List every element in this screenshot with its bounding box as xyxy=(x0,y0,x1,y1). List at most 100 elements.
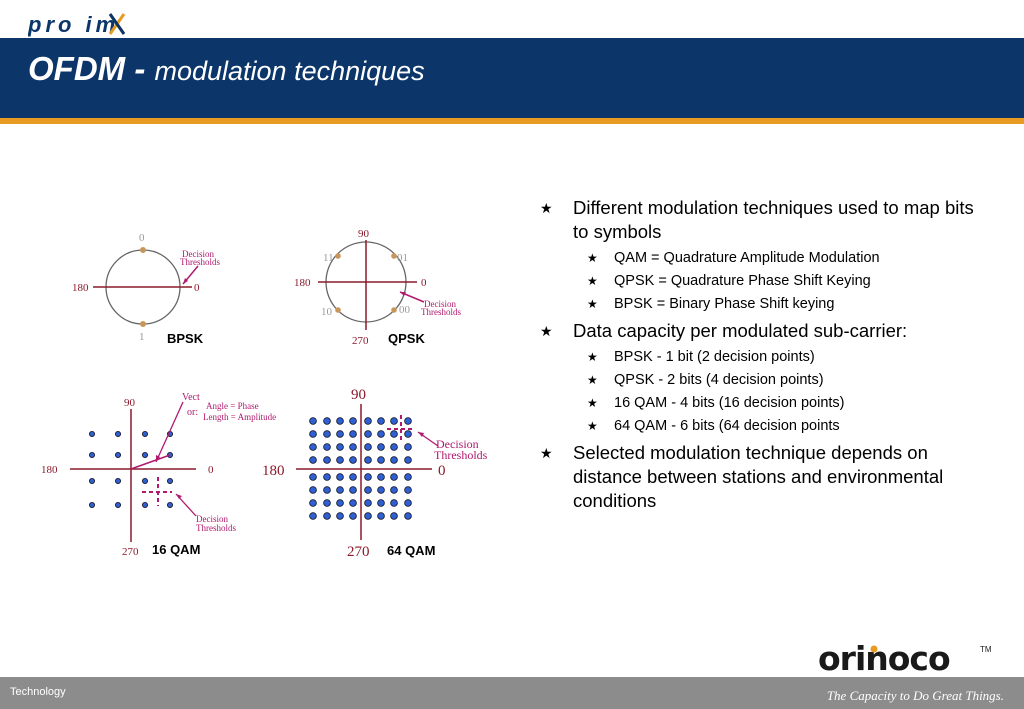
bullet-text: Selected modulation technique depends on… xyxy=(573,442,944,511)
qam64-point xyxy=(377,486,385,494)
bpsk-decision-2: Thresholds xyxy=(180,257,220,267)
proxim-logo: pro im xyxy=(28,12,126,37)
qam16-point xyxy=(141,451,148,458)
qam64-point xyxy=(336,499,344,507)
qam16-point xyxy=(141,477,148,484)
qam16-label: 16 QAM xyxy=(152,542,200,557)
qpsk-right: 0 xyxy=(421,277,427,289)
sub-bullet-item: ★BPSK = Binary Phase Shift keying xyxy=(540,293,980,316)
star-icon: ★ xyxy=(587,251,598,265)
qam64-point xyxy=(390,473,398,481)
qam64-point xyxy=(349,456,357,464)
qam64-point xyxy=(309,417,317,425)
star-icon: ★ xyxy=(587,373,598,387)
svg-text:TM: TM xyxy=(980,645,992,654)
star-icon: ★ xyxy=(587,396,598,410)
qam16-right: 0 xyxy=(208,464,214,476)
bpsk-point-1 xyxy=(140,321,146,327)
bullet-text: Different modulation techniques used to … xyxy=(573,197,974,242)
bullet-item: ★Data capacity per modulated sub-carrier… xyxy=(540,319,980,343)
qam16-point xyxy=(89,501,96,508)
sub-bullet-item: ★ QPSK = Quadrature Phase Shift Keying xyxy=(540,270,980,293)
qam16-point xyxy=(115,430,122,437)
qam16-top: 90 xyxy=(124,397,136,409)
qpsk-top: 90 xyxy=(358,228,370,240)
bullet-list: ★ Different modulation techniques used to… xyxy=(540,196,980,516)
qam64-points xyxy=(309,417,412,520)
bpsk-point-0 xyxy=(140,247,146,253)
qam64-point xyxy=(364,499,372,507)
qam16-or: or: xyxy=(187,407,198,418)
qam16-decision-1: Decision xyxy=(196,514,228,524)
qam16-angle: Angle = Phase xyxy=(206,401,259,411)
qam16-point xyxy=(115,501,122,508)
sub-bullet-item: ★64 QAM - 6 bits (64 decision points xyxy=(540,415,980,438)
qam64-point xyxy=(336,417,344,425)
qam64-point xyxy=(364,512,372,520)
orinoco-logo: orinoco TM xyxy=(818,640,992,676)
qam64-point xyxy=(364,456,372,464)
bullet-item: ★Selected modulation technique depends o… xyxy=(540,441,980,513)
star-icon: ★ xyxy=(587,350,598,364)
sub-bullet-item: ★16 QAM - 4 bits (16 decision points) xyxy=(540,392,980,415)
sub-bullet-text: QPSK - 2 bits (4 decision points) xyxy=(614,372,824,388)
qam64-point xyxy=(323,456,331,464)
qpsk-label-10: 10 xyxy=(321,306,333,318)
page-title: OFDM - modulation techniques xyxy=(28,50,425,88)
qam64-point xyxy=(377,430,385,438)
qam64-point xyxy=(364,473,372,481)
qam64-point xyxy=(336,443,344,451)
star-icon: ★ xyxy=(540,200,553,216)
bpsk-decision-1: Decision xyxy=(182,249,214,259)
title-bold: OFDM - xyxy=(28,50,146,87)
qam64-point xyxy=(323,443,331,451)
qam64-right: 0 xyxy=(438,463,446,479)
qam64-point xyxy=(390,443,398,451)
qam16-left: 180 xyxy=(41,464,58,476)
qam16-length: Length = Amplitude xyxy=(203,412,276,422)
qam16-point xyxy=(89,430,96,437)
qam64-point xyxy=(349,443,357,451)
qam64-point xyxy=(309,486,317,494)
svg-text:orinoco: orinoco xyxy=(818,640,950,676)
qpsk-decision-2: Thresholds xyxy=(421,307,461,317)
qam64-point xyxy=(323,430,331,438)
qam64-point xyxy=(364,417,372,425)
qam64-point xyxy=(390,512,398,520)
qam64-point xyxy=(323,486,331,494)
qam16-vect: Vect xyxy=(182,392,200,403)
qam64-point xyxy=(404,512,412,520)
qam16-point xyxy=(166,477,173,484)
qam64-point xyxy=(390,430,398,438)
qam16-decision-2: Thresholds xyxy=(196,523,236,533)
qpsk-diagram: 90 270 180 0 11 01 10 00 Decision Thresh… xyxy=(294,228,461,347)
bpsk-label: BPSK xyxy=(167,331,204,346)
qam64-point xyxy=(336,473,344,481)
star-icon: ★ xyxy=(587,274,598,288)
svg-text:pro im: pro im xyxy=(28,12,119,37)
qam64-top: 90 xyxy=(351,387,366,403)
qam64-point xyxy=(309,430,317,438)
qam16-point xyxy=(141,430,148,437)
qam64-point xyxy=(404,430,412,438)
qam64-left: 180 xyxy=(262,463,285,479)
bpsk-bottom: 1 xyxy=(139,331,145,343)
qam64-point xyxy=(390,499,398,507)
qam64-point xyxy=(309,512,317,520)
qam64-point xyxy=(364,486,372,494)
qam64-decision-2: Thresholds xyxy=(434,448,488,462)
qam64-point xyxy=(404,486,412,494)
footer-tagline: The Capacity to Do Great Things. xyxy=(826,688,1004,703)
qam64-point xyxy=(390,486,398,494)
sub-bullet-text: QPSK = Quadrature Phase Shift Keying xyxy=(614,273,871,289)
title-sub: modulation techniques xyxy=(154,56,425,86)
sub-bullet-text: BPSK = Binary Phase Shift keying xyxy=(614,296,835,312)
qam64-point xyxy=(377,512,385,520)
footer-section: Technology xyxy=(10,686,66,698)
qam64-point xyxy=(377,443,385,451)
qam64-point xyxy=(323,512,331,520)
qam64-point xyxy=(390,417,398,425)
qam64-point xyxy=(349,499,357,507)
qam16-point xyxy=(141,501,148,508)
